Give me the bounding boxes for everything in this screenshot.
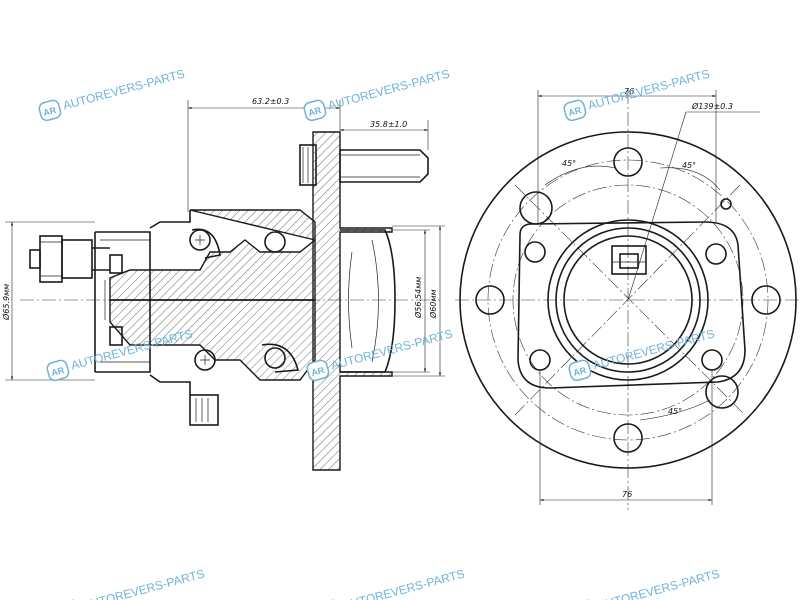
- svg-text:AUTOREVERS-PARTS: AUTOREVERS-PARTS: [341, 567, 466, 600]
- lower-tab: [189, 394, 219, 426]
- angle-label-3: 45°: [668, 407, 682, 416]
- angle-label-1: 45°: [562, 159, 576, 168]
- svg-text:AUTOREVERS-PARTS: AUTOREVERS-PARTS: [329, 327, 454, 373]
- dim-pilot-diameter-text: Ø56.54мм: [413, 277, 423, 319]
- watermark-logo: [303, 99, 327, 122]
- bolt-circle: [487, 159, 769, 441]
- svg-text:AR: AR: [572, 365, 588, 378]
- stud-holes: [475, 147, 781, 453]
- dim-recess-diameter: Ø60мм: [392, 225, 445, 377]
- hub-outer-circle: [547, 219, 709, 381]
- dim-seal-diameter: Ø65.9мм: [1, 221, 95, 381]
- housing-outline: [95, 231, 151, 373]
- svg-text:AUTOREVERS-PARTS: AUTOREVERS-PARTS: [61, 67, 186, 113]
- svg-text:AUTOREVERS-PARTS: AUTOREVERS-PARTS: [326, 67, 451, 113]
- watermark-logo: [563, 99, 587, 122]
- dim-stud-length: 35.8±1.0: [340, 120, 429, 150]
- watermark-logo: [46, 359, 70, 382]
- stud-hole: [613, 147, 643, 177]
- stud-hole: [751, 285, 781, 315]
- watermark: AR AUTOREVERS-PARTS: [573, 567, 721, 600]
- angle-label-2: 45°: [682, 161, 696, 170]
- mounting-plate: [517, 221, 746, 389]
- svg-text:AR: AR: [42, 105, 58, 118]
- mounting-hole: [705, 243, 727, 265]
- abs-sensor-connector: [29, 235, 123, 346]
- dim-width-bottom-text: 76: [622, 490, 632, 499]
- svg-text:AR: AR: [567, 105, 583, 118]
- seal-inner-lower: [261, 343, 300, 373]
- dim-seal-diameter-text: Ø65.9мм: [1, 284, 11, 321]
- dim-stud-length-text: 35.8±1.0: [370, 120, 407, 129]
- watermark: AR AUTOREVERS-PARTS: [58, 567, 206, 600]
- watermark: AR AUTOREVERS-PARTS: [563, 67, 711, 122]
- mounting-hole: [529, 349, 551, 371]
- watermark-logo: [568, 359, 592, 382]
- dim-pilot-diameter: Ø56.54мм: [392, 229, 430, 373]
- svg-text:AR: AR: [50, 365, 66, 378]
- svg-text:AUTOREVERS-PARTS: AUTOREVERS-PARTS: [596, 567, 721, 600]
- mounting-hole: [524, 241, 546, 263]
- flange-outer-circle: [459, 131, 797, 469]
- watermark: AR AUTOREVERS-PARTS: [568, 327, 716, 382]
- svg-text:AR: AR: [310, 365, 326, 378]
- seal-inner-upper: [191, 228, 221, 259]
- stud-hole: [475, 285, 505, 315]
- wheel-stud: [299, 144, 429, 186]
- watermark-logo: [306, 359, 330, 382]
- svg-text:AUTOREVERS-PARTS: AUTOREVERS-PARTS: [591, 327, 716, 373]
- dim-recess-diameter-text: Ø60мм: [428, 289, 438, 319]
- stud-hole: [519, 191, 553, 225]
- hub-bore: [563, 235, 693, 365]
- watermark: AR AUTOREVERS-PARTS: [318, 567, 466, 600]
- dim-width-bottom: 76: [539, 370, 713, 505]
- mounting-hole: [701, 349, 723, 371]
- svg-text:AUTOREVERS-PARTS: AUTOREVERS-PARTS: [81, 567, 206, 600]
- svg-text:AR: AR: [307, 105, 323, 118]
- dim-width-top-text: 76: [624, 87, 634, 96]
- hub-body-upper: [109, 209, 316, 301]
- side-section-view: 63.2±0.3 35.8±1.0 Ø65.9мм Ø56.54мм Ø60мм: [1, 97, 445, 471]
- stud-hole: [705, 375, 739, 409]
- dim-bolt-circle-text: Ø139±0.3: [691, 101, 733, 111]
- hub-body-lower: [109, 299, 316, 381]
- watermark: AR AUTOREVERS-PARTS: [38, 67, 186, 122]
- pilot-bell: [340, 229, 396, 373]
- watermark: AR AUTOREVERS-PARTS: [303, 67, 451, 122]
- watermark-logo: [38, 99, 62, 122]
- abs-sensor-front: [611, 245, 647, 275]
- stud-hole: [613, 423, 643, 453]
- dim-overall-length-text: 63.2±0.3: [252, 97, 289, 106]
- small-hole: [720, 198, 732, 210]
- front-view: 76 76 Ø139±0.3 45° 45° 45°: [455, 87, 800, 510]
- dim-bolt-circle: Ø139±0.3: [627, 101, 760, 301]
